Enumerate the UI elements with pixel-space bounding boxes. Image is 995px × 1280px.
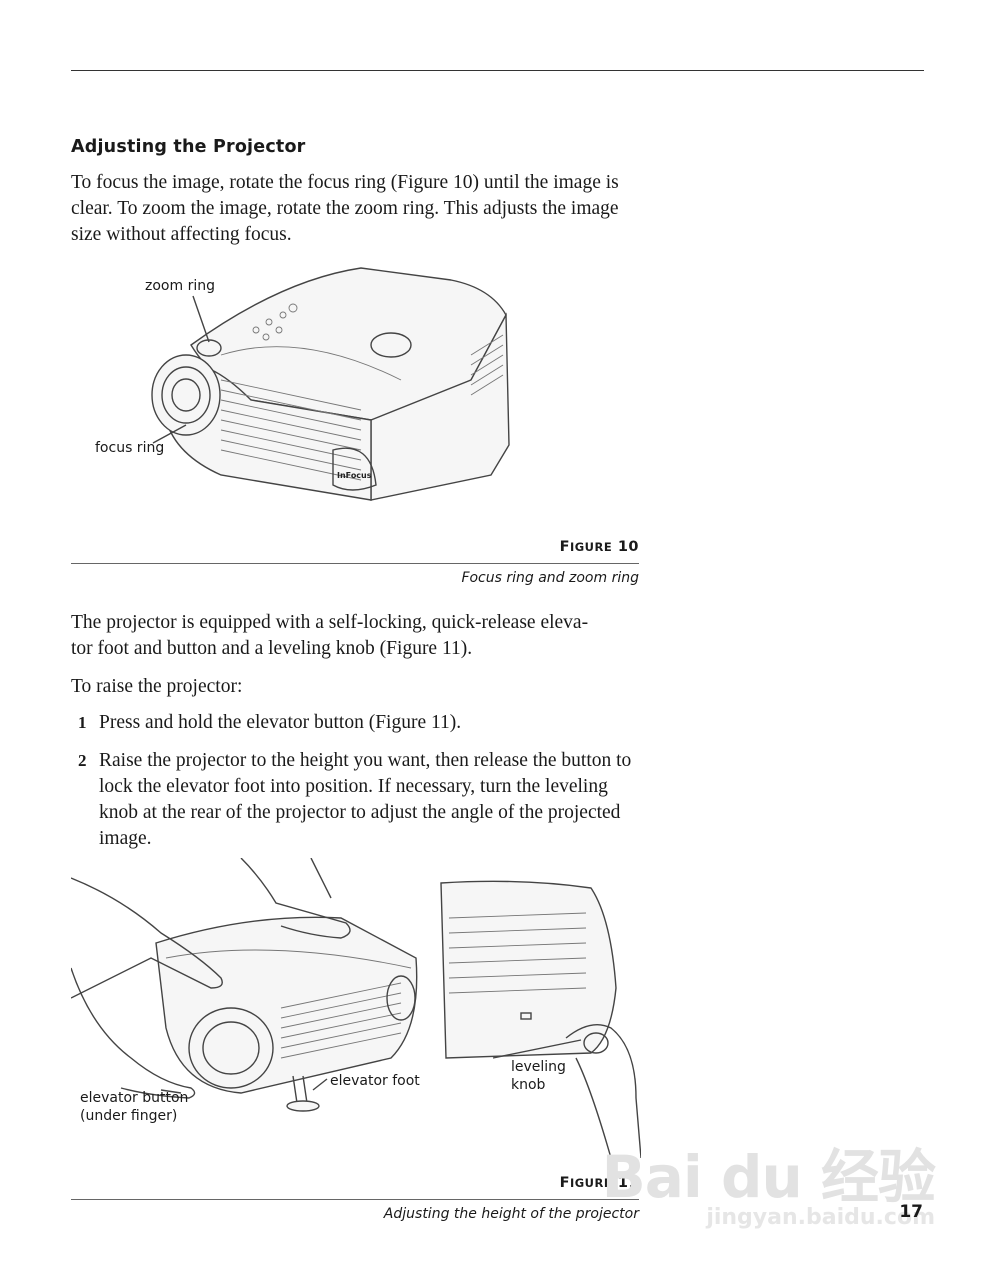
top-rule — [71, 70, 924, 71]
leveling-knob-callout-line-1: leveling — [511, 1059, 566, 1075]
watermark-logo: Bai du 经验 — [601, 1143, 936, 1211]
step-2-text: Raise the projector to the height you wa… — [99, 750, 632, 849]
lens-left — [188, 1007, 274, 1089]
leveling-knob-callout-line-2: knob — [511, 1077, 546, 1093]
elevator-foot-callout: elevator foot — [330, 1073, 420, 1089]
figure-10-rule — [71, 563, 639, 564]
intro-paragraph: To focus the image, rotate the focus rin… — [71, 172, 619, 245]
figure-10-label: FIGURE 10 — [559, 539, 639, 555]
left-hand — [71, 877, 223, 999]
figure-11-caption: Adjusting the height of the projector — [383, 1206, 639, 1222]
top-hand — [240, 858, 351, 939]
elevator-paragraph: The projector is equipped with a self-lo… — [71, 610, 651, 662]
step-1-number: 1 — [78, 713, 87, 732]
figure-11-illustration — [71, 858, 641, 1158]
rear-vents — [448, 912, 587, 994]
focus-ring-leader — [152, 424, 187, 444]
elevator-button-callout-line-2: (under finger) — [80, 1108, 178, 1124]
leveling-knob-shape — [583, 1032, 609, 1054]
front-vents — [220, 379, 362, 481]
figure-10-projector-illustration: InFocus — [151, 267, 510, 501]
figure-10-caption: Focus ring and zoom ring — [461, 570, 639, 586]
page-number: 17 — [899, 1202, 923, 1222]
zoom-ring-callout: zoom ring — [145, 278, 215, 294]
lifted-projector-vents — [280, 982, 402, 1059]
focus-ring-callout: focus ring — [95, 440, 165, 456]
elevator-paragraph-line-2: tor foot and button and a leveling knob … — [71, 638, 473, 659]
brand-logo: InFocus — [337, 471, 372, 480]
figure-11-rule — [71, 1199, 639, 1200]
raise-intro: To raise the projector: — [71, 676, 243, 697]
lens-glass — [171, 378, 201, 412]
zoom-ring-leader — [192, 295, 210, 343]
elevator-button-callout-line-1: elevator button — [80, 1090, 189, 1106]
figure-11-label: FIGURE 11 — [559, 1175, 639, 1191]
elevator-button-callout: elevator button (under finger) — [80, 1089, 188, 1125]
leveling-knob-callout: leveling knob — [511, 1058, 566, 1094]
step-2-number: 2 — [78, 751, 87, 770]
focus-ring-shape — [161, 366, 211, 424]
elevator-paragraph-line-1: The projector is equipped with a self-lo… — [71, 612, 589, 633]
side-vents — [470, 334, 504, 396]
top-badge-oval — [370, 332, 412, 358]
knob-hand — [565, 1024, 641, 1158]
elevator-foot-shape — [286, 1100, 320, 1112]
step-1-text: Press and hold the elevator button (Figu… — [99, 712, 462, 733]
projector-rear-right — [440, 880, 617, 1059]
section-heading: Adjusting the Projector — [71, 137, 306, 157]
watermark-url: jingyan.baidu.com — [706, 1205, 935, 1230]
